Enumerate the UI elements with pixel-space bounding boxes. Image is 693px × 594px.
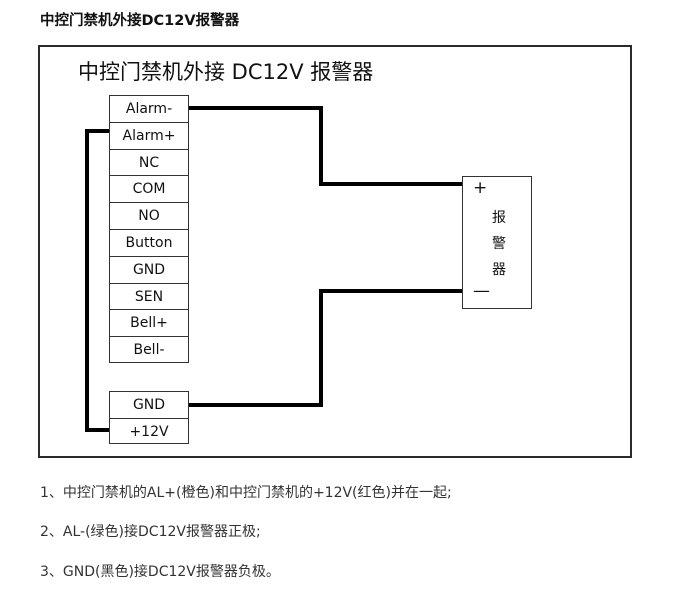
terminal-com: COM bbox=[110, 176, 188, 204]
alarm-positive-terminal: + bbox=[473, 178, 488, 198]
terminal-gnd: GND bbox=[110, 392, 188, 419]
terminal-sen: SEN bbox=[110, 284, 188, 311]
wire-gnd-to-alarm-minus bbox=[187, 289, 462, 407]
terminal-button: Button bbox=[110, 230, 188, 257]
diagram-title: 中控门禁机外接 DC12V 报警器 bbox=[78, 60, 374, 84]
alarm-negative-terminal: — bbox=[473, 281, 490, 301]
page-heading: 中控门禁机外接DC12V报警器 bbox=[40, 13, 240, 29]
terminal-12v: +12V bbox=[129, 423, 169, 440]
terminal-nc: NC bbox=[110, 150, 188, 177]
terminal-bell: Bell- bbox=[133, 342, 165, 359]
note-1: 1、中控门禁机的AL+(橙色)和中控门禁机的+12V(红色)并在一起; bbox=[40, 485, 452, 501]
terminal-gnd: GND bbox=[110, 257, 188, 284]
wire-alarm-plus-to-12v bbox=[85, 129, 109, 432]
terminal-alarm: Alarm- bbox=[110, 96, 188, 123]
terminal-bell: Bell+ bbox=[110, 310, 188, 338]
terminal-no: NO bbox=[110, 203, 188, 230]
alarm-label-char: 警 bbox=[492, 236, 506, 252]
alarm-label-char: 报 bbox=[492, 210, 506, 226]
alarm-device: + 报 警 器 — bbox=[462, 176, 532, 309]
note-2: 2、AL-(绿色)接DC12V报警器正极; bbox=[40, 524, 261, 540]
terminal-alarm: Alarm+ bbox=[110, 123, 188, 150]
terminal-block-lower: GND +12V bbox=[109, 391, 189, 444]
wire-alarm-minus-to-alarm-plus bbox=[183, 106, 462, 186]
note-3: 3、GND(黑色)接DC12V报警器负极。 bbox=[40, 564, 280, 580]
alarm-label-char: 器 bbox=[492, 262, 506, 278]
